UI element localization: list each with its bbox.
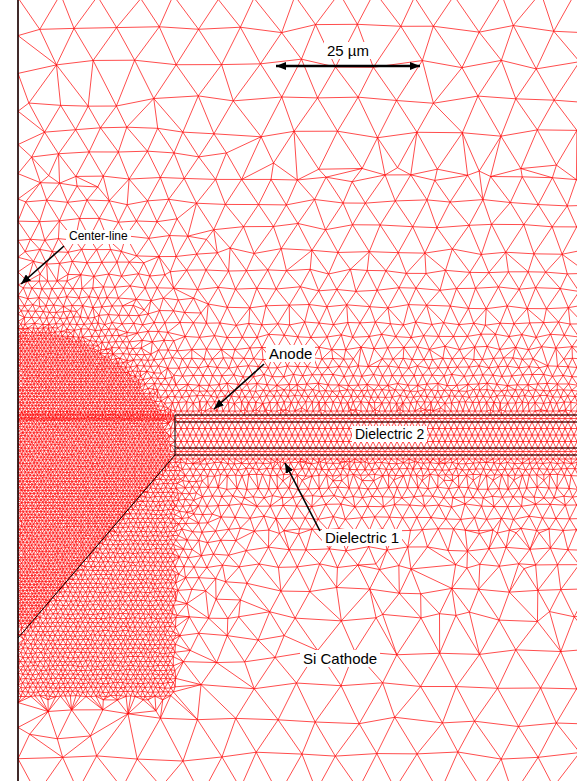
mesh-group	[18, 0, 577, 781]
dielectric-bottom	[175, 455, 577, 456]
part-label: Dielectric 2	[352, 426, 427, 442]
dimension-label: 25 µm	[324, 42, 372, 59]
part-label: Center-line	[66, 230, 131, 244]
anode-bottom	[175, 422, 577, 423]
leader-arrow	[21, 246, 64, 284]
leader-arrow	[214, 364, 264, 409]
center-line	[17, 0, 19, 781]
cathode-tip-edge	[18, 455, 175, 638]
part-label: Si Cathode	[300, 650, 380, 667]
anode-top	[175, 415, 577, 416]
leader-arrow	[285, 463, 320, 531]
dielectric-interface	[175, 448, 577, 449]
part-label: Anode	[266, 345, 315, 362]
leader-lines	[21, 66, 420, 531]
stack-edge	[175, 415, 176, 455]
mesh-lines	[18, 0, 577, 781]
dimension-arrow	[276, 65, 420, 68]
part-label: Dielectric 1	[322, 529, 402, 546]
boundary-lines	[18, 0, 577, 781]
